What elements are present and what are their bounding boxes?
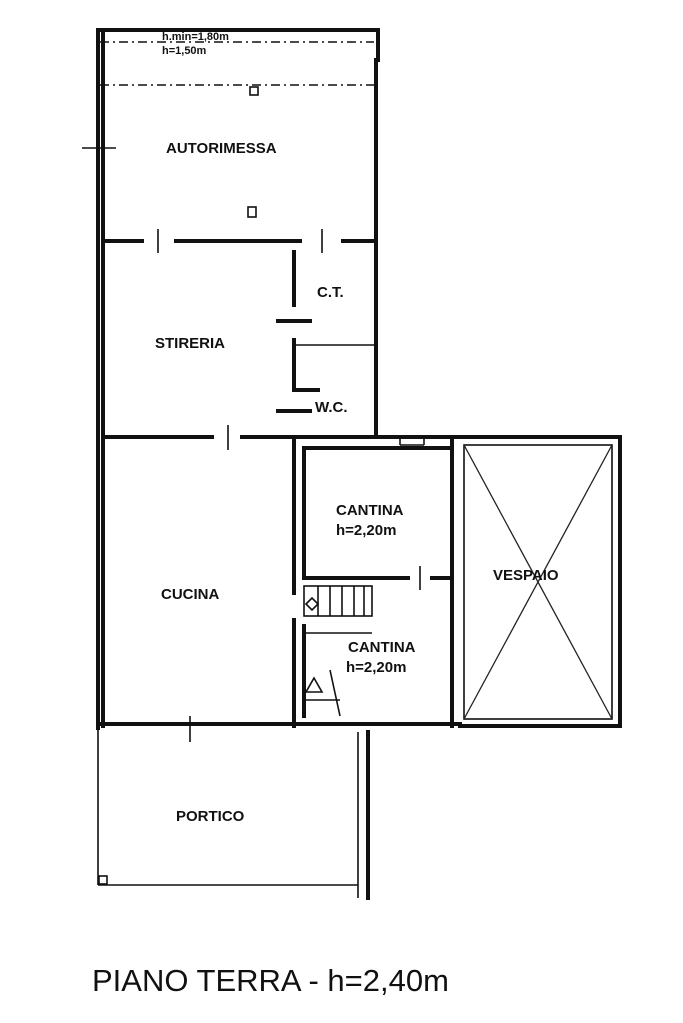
room-label-cucina: CUCINA [161,586,219,603]
room-label-cantina-upper: CANTINA [336,502,404,519]
outer-walls [96,28,622,730]
fixtures [82,86,425,446]
room-label-vespaio: VESPAIO [493,567,559,584]
service-walls [276,250,376,413]
clearance-min-label: h.min=1,80m [162,31,229,43]
garage-partition [101,229,378,253]
room-label-portico: PORTICO [176,808,245,825]
room-label-stireria: STIRERIA [155,335,225,352]
room-height-cantina-upper: h=2,20m [336,522,396,539]
vespaio [463,444,613,720]
room-label-cantina-lower: CANTINA [348,639,416,656]
room-label-autorimessa: AUTORIMESSA [166,140,277,157]
clearance-lines [100,41,374,86]
room-label-wc: W.C. [315,399,348,416]
plan-title: PIANO TERRA - h=2,40m [92,963,449,998]
staircase [303,585,373,717]
room-label-ct: C.T. [317,284,344,301]
clearance-height-label: h=1,50m [162,45,207,57]
kitchen-partition [101,425,378,450]
cellar-walls [292,435,454,728]
room-height-cantina-lower: h=2,20m [346,659,406,676]
portico [97,716,370,900]
